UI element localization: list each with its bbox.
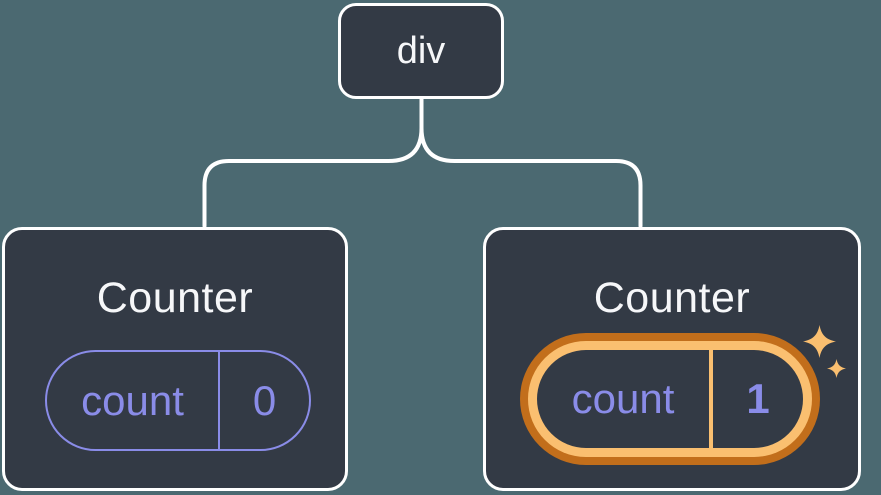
state-value: 1	[746, 375, 770, 422]
sparkles-icon	[827, 359, 846, 378]
counter-left-label: Counter	[96, 274, 254, 322]
sparkles-icon	[803, 325, 836, 358]
connector-right-branch	[419, 97, 643, 228]
root-node-div: div	[338, 3, 504, 99]
root-node-label: div	[396, 29, 446, 72]
state-key: count	[537, 350, 713, 448]
counter-node-left: Counter count 0	[2, 227, 348, 491]
state-pill-left: count 0	[45, 350, 311, 451]
connector-left-branch	[202, 97, 424, 228]
highlight-ring: count 1	[528, 341, 812, 457]
counter-right-label: Counter	[593, 274, 751, 322]
state-value: 0	[252, 376, 277, 424]
counter-node-right: Counter count 1	[483, 227, 861, 491]
state-pill-right-highlighted: count 1	[520, 333, 820, 465]
state-key: count	[47, 352, 220, 449]
state-pill-interior: count 1	[537, 350, 803, 448]
